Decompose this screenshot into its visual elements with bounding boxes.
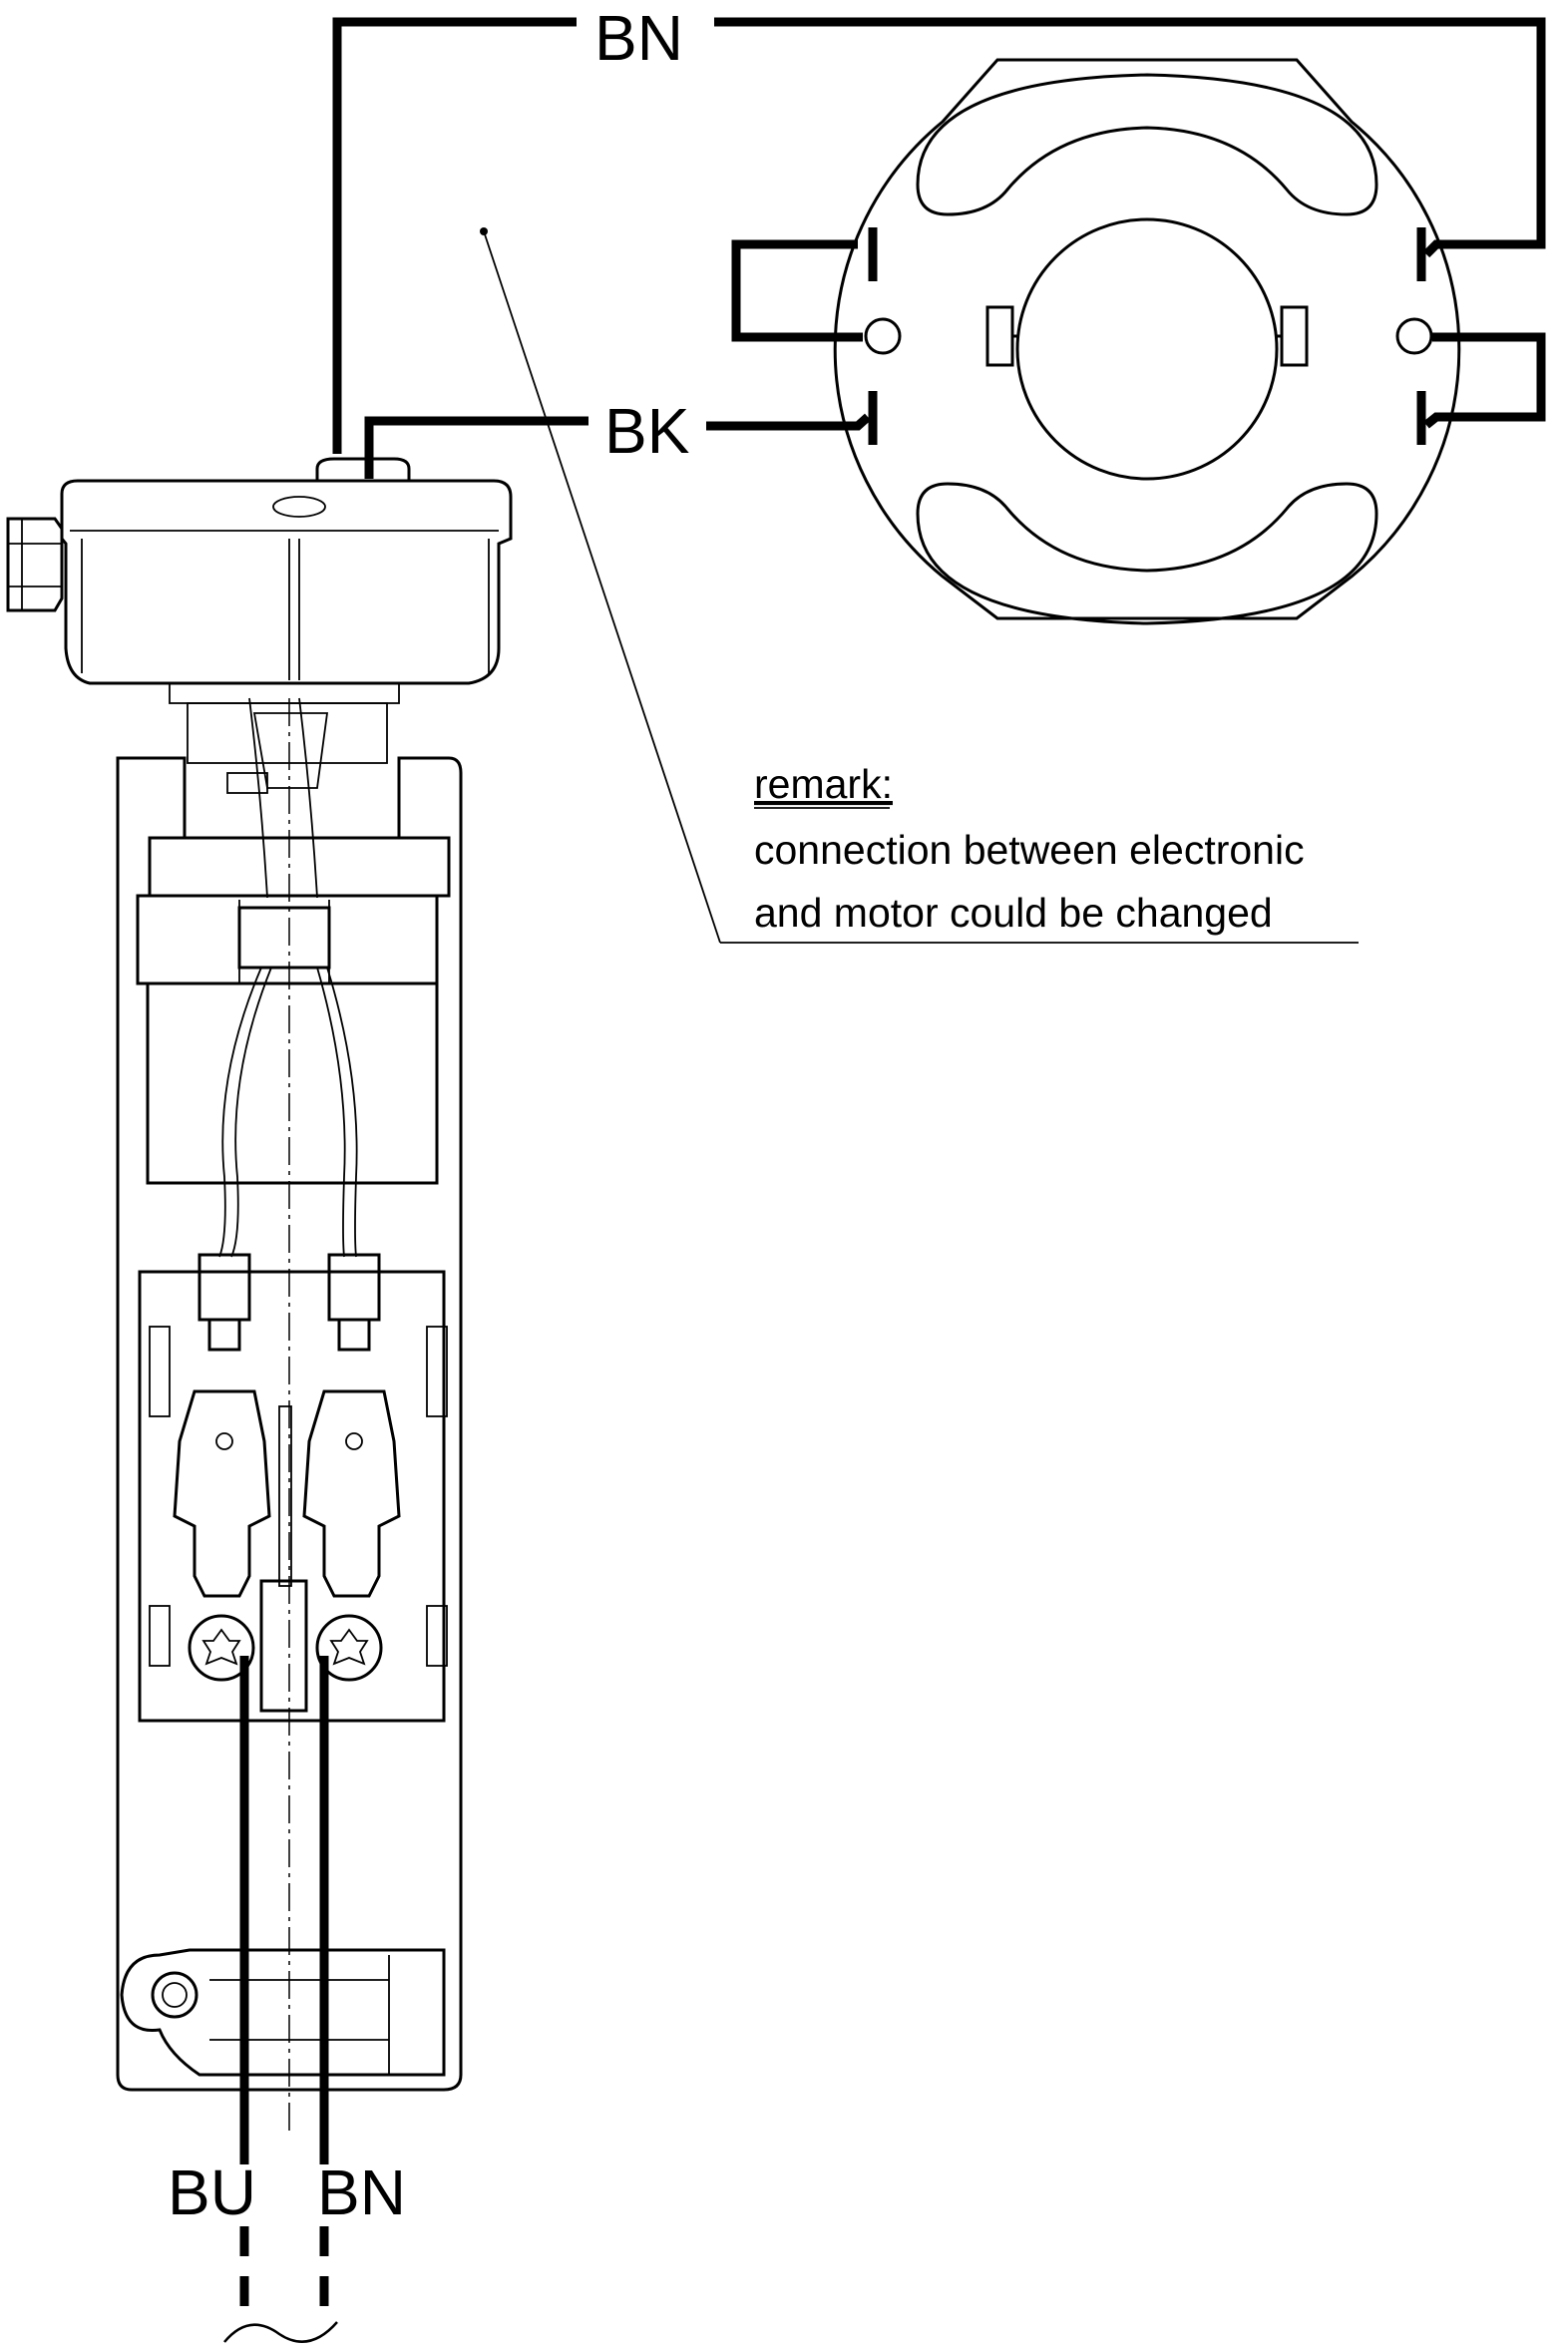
screw-right-icon [315,1614,383,1682]
label-bn-supply: BN [317,2156,406,2228]
motor [833,58,1461,625]
motor-housing [833,58,1461,620]
terminal-right [302,1253,401,1598]
label-bk-motor: BK [604,395,689,467]
label-bu-supply: BU [168,2156,256,2228]
brush-left [985,305,1014,367]
cable-clamp [120,1948,446,2077]
terminal-hole-right [1395,317,1433,355]
module-housing [60,479,513,685]
switch-block [148,836,451,898]
screw-left-icon [188,1614,255,1682]
wire-bn-top [332,17,577,454]
terminal-block-frame [138,1270,446,1723]
remark-line-2: and motor could be changed [754,890,1273,936]
terminal-left [173,1253,271,1598]
brush-right [1280,305,1309,367]
field-winding-bottom [916,482,1378,625]
wire-bridge-right [1423,332,1546,429]
remark-leader [480,227,1359,944]
motor-terminals [868,227,1426,445]
electronic-module [6,457,513,794]
remark-heading: remark: [754,761,893,807]
armature [1015,217,1279,481]
label-bn-motor: BN [594,2,683,74]
field-winding-top [916,73,1378,216]
internal-cable-left [218,967,262,1258]
internal-cable-right [316,967,346,1258]
switch-handle [116,697,463,2135]
cable-entry [315,457,411,481]
handle-outline [116,756,463,2092]
remark-line-1: connection between electronic [754,827,1305,873]
side-connector [6,517,64,612]
wire-bridge-left [731,239,863,342]
terminal-hole-left [864,317,902,355]
wires [223,17,1546,2343]
ac-tilde-icon [223,2321,338,2343]
